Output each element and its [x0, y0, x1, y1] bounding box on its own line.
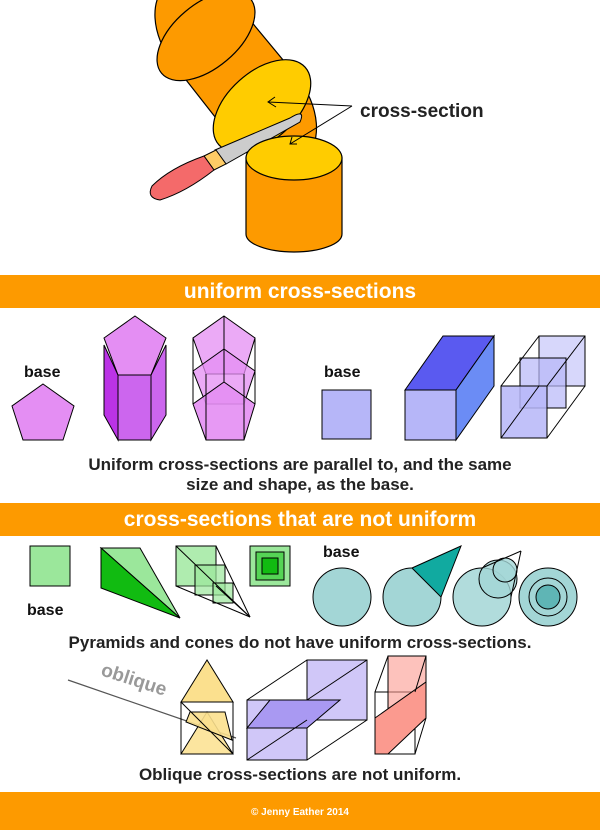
cone [382, 545, 462, 627]
cone-top-view [518, 567, 578, 627]
square-base-label: base [324, 364, 361, 381]
green-base-label: base [27, 602, 64, 619]
cuboid [404, 334, 495, 442]
footer-bar [0, 792, 600, 830]
uniform-caption-line2: size and shape, as the base. [186, 475, 414, 494]
pyramid-cone-caption: Pyramids and cones do not have uniform c… [69, 633, 532, 652]
knife-icon [149, 113, 303, 201]
knife-handle [149, 155, 215, 201]
square-pyramid [99, 546, 181, 619]
cut-cylinder-illustration: cross-section [149, 0, 484, 253]
footer-copyright: © Jenny Eather 2014 [251, 807, 349, 818]
teal-circle-base [312, 567, 372, 627]
uniform-banner [0, 275, 600, 308]
pentagon-base-label: base [24, 364, 61, 381]
pentagonal-prism [103, 315, 167, 442]
cross-section-label: cross-section [360, 101, 484, 122]
oblique-salmon-prism [374, 655, 427, 755]
cylinder-icon [245, 135, 343, 253]
upper-cylinder-top [156, 0, 256, 82]
pyramid-sections [175, 545, 251, 618]
square-base [321, 389, 372, 440]
cuboid-sections [500, 335, 586, 439]
green-square-base [29, 545, 71, 587]
oblique-caption: Oblique cross-sections are not uniform. [139, 765, 461, 784]
arrow-icon [267, 96, 353, 145]
lower-cut-face [245, 135, 343, 181]
nonuniform-banner-title: cross-sections that are not uniform [124, 508, 476, 531]
circle-base-label: base [323, 544, 360, 561]
nonuniform-banner [0, 503, 600, 536]
oblique-pyramid [67, 659, 237, 755]
uniform-caption-line1: Uniform cross-sections are parallel to, … [88, 455, 511, 474]
knife-blade [214, 113, 303, 165]
pentagon-base [11, 383, 75, 441]
oblique-cuboid [245, 659, 368, 761]
lower-cylinder-body [245, 157, 343, 253]
pyramid-top-view [249, 545, 291, 587]
cone-sections [452, 550, 522, 627]
pentagonal-prism-sections [192, 315, 256, 441]
uniform-banner-title: uniform cross-sections [184, 280, 416, 303]
